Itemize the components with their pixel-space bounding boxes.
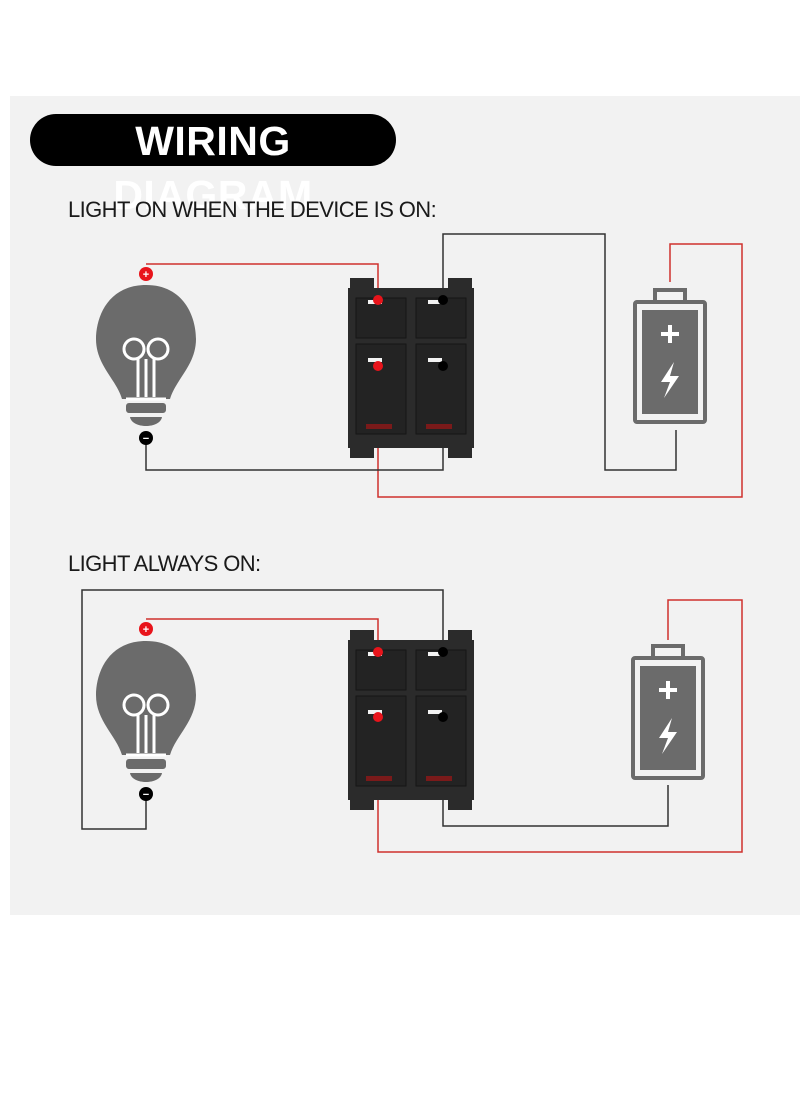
switch-terminal-black [438,647,448,657]
bulb-positive-terminal: + [139,622,153,636]
switch-terminal-red [373,712,383,722]
negative-symbol: − [143,433,149,445]
switch-terminal-black [438,295,448,305]
battery-icon [631,644,705,780]
bulb-negative-terminal: − [139,431,153,445]
rocker-switch-icon [347,629,475,811]
rocker-switch-icon [347,277,475,459]
switch-terminal-red [373,295,383,305]
battery-icon [633,288,707,424]
switch-terminal-black [438,361,448,371]
diagram-always-on: + − [81,589,743,853]
light-bulb-icon [94,639,198,784]
section-label-device-on: LIGHT ON WHEN THE DEVICE IS ON: [68,197,437,222]
section-label-always-on: LIGHT ALWAYS ON: [68,551,261,576]
page-title: WIRING DIAGRAM [30,114,396,218]
bulb-negative-terminal: − [139,787,153,801]
positive-symbol: + [143,269,149,281]
switch-terminal-red [373,361,383,371]
light-bulb-icon [94,283,198,428]
diagram-device-on: + − [94,233,743,498]
bulb-positive-terminal: + [139,267,153,281]
switch-terminal-red [373,647,383,657]
negative-symbol: − [143,789,149,801]
switch-terminal-black [438,712,448,722]
positive-symbol: + [143,624,149,636]
